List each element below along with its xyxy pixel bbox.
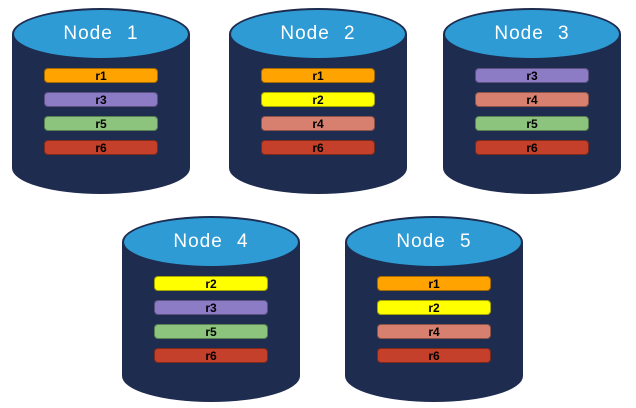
node-cylinder: Node 4 r2 r3 r5 r6 — [122, 216, 300, 402]
replica-bar-r6: r6 — [475, 140, 589, 155]
cylinder-top-ellipse: Node 3 — [443, 8, 621, 60]
replica-bar-r5: r5 — [475, 116, 589, 131]
replica-bar-r5: r5 — [44, 116, 158, 131]
replica-bars: r1 r2 r4 r6 — [261, 68, 375, 155]
replica-bar-r6: r6 — [154, 348, 268, 363]
replica-bars: r1 r2 r4 r6 — [377, 276, 491, 363]
node-cylinder: Node 3 r3 r4 r5 r6 — [443, 8, 621, 194]
replica-bar-r6: r6 — [261, 140, 375, 155]
node-title: Node 1 — [63, 23, 139, 44]
node-cylinder: Node 5 r1 r2 r4 r6 — [345, 216, 523, 402]
cylinder-top-ellipse: Node 1 — [12, 8, 190, 60]
replica-bar-r3: r3 — [154, 300, 268, 315]
replica-bar-r2: r2 — [154, 276, 268, 291]
replica-bar-r4: r4 — [261, 116, 375, 131]
replica-bar-r4: r4 — [475, 92, 589, 107]
node-title: Node 2 — [280, 23, 356, 44]
node-title: Node 5 — [396, 231, 472, 252]
replica-bar-r2: r2 — [377, 300, 491, 315]
replica-bar-r3: r3 — [44, 92, 158, 107]
cylinder-top-ellipse: Node 2 — [229, 8, 407, 60]
node-cylinder: Node 1 r1 r3 r5 r6 — [12, 8, 190, 194]
replica-bar-r1: r1 — [261, 68, 375, 83]
replica-bar-r4: r4 — [377, 324, 491, 339]
replica-bar-r2: r2 — [261, 92, 375, 107]
node-cylinder: Node 2 r1 r2 r4 r6 — [229, 8, 407, 194]
replica-bar-r1: r1 — [377, 276, 491, 291]
replica-bar-r1: r1 — [44, 68, 158, 83]
cylinder-top-ellipse: Node 5 — [345, 216, 523, 268]
node-title: Node 4 — [173, 231, 249, 252]
replica-bars: r3 r4 r5 r6 — [475, 68, 589, 155]
replica-bars: r2 r3 r5 r6 — [154, 276, 268, 363]
cylinder-top-ellipse: Node 4 — [122, 216, 300, 268]
replica-bar-r5: r5 — [154, 324, 268, 339]
replica-bars: r1 r3 r5 r6 — [44, 68, 158, 155]
replica-bar-r6: r6 — [44, 140, 158, 155]
node-title: Node 3 — [494, 23, 570, 44]
replica-bar-r3: r3 — [475, 68, 589, 83]
replica-bar-r6: r6 — [377, 348, 491, 363]
